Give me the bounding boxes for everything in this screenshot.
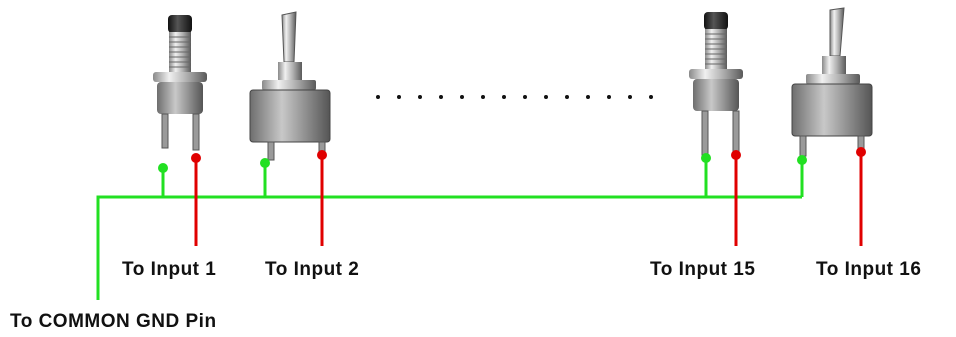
input-terminal-dots (191, 147, 866, 163)
ground-wire (96, 158, 804, 300)
pushbutton-switch-icon (153, 15, 207, 151)
ellipsis-dots (376, 95, 653, 99)
input-15-label: To Input 15 (650, 259, 756, 280)
common-gnd-label: To COMMON GND Pin (10, 311, 217, 332)
input-2-label: To Input 2 (265, 259, 360, 280)
toggle-switch-icon (249, 11, 331, 161)
pushbutton-switch-icon (689, 12, 743, 156)
ground-terminal-dots (158, 153, 807, 173)
input-1-label: To Input 1 (122, 259, 217, 280)
toggle-switch-icon (791, 7, 873, 157)
input-wires (194, 152, 863, 246)
input-16-label: To Input 16 (816, 259, 922, 280)
